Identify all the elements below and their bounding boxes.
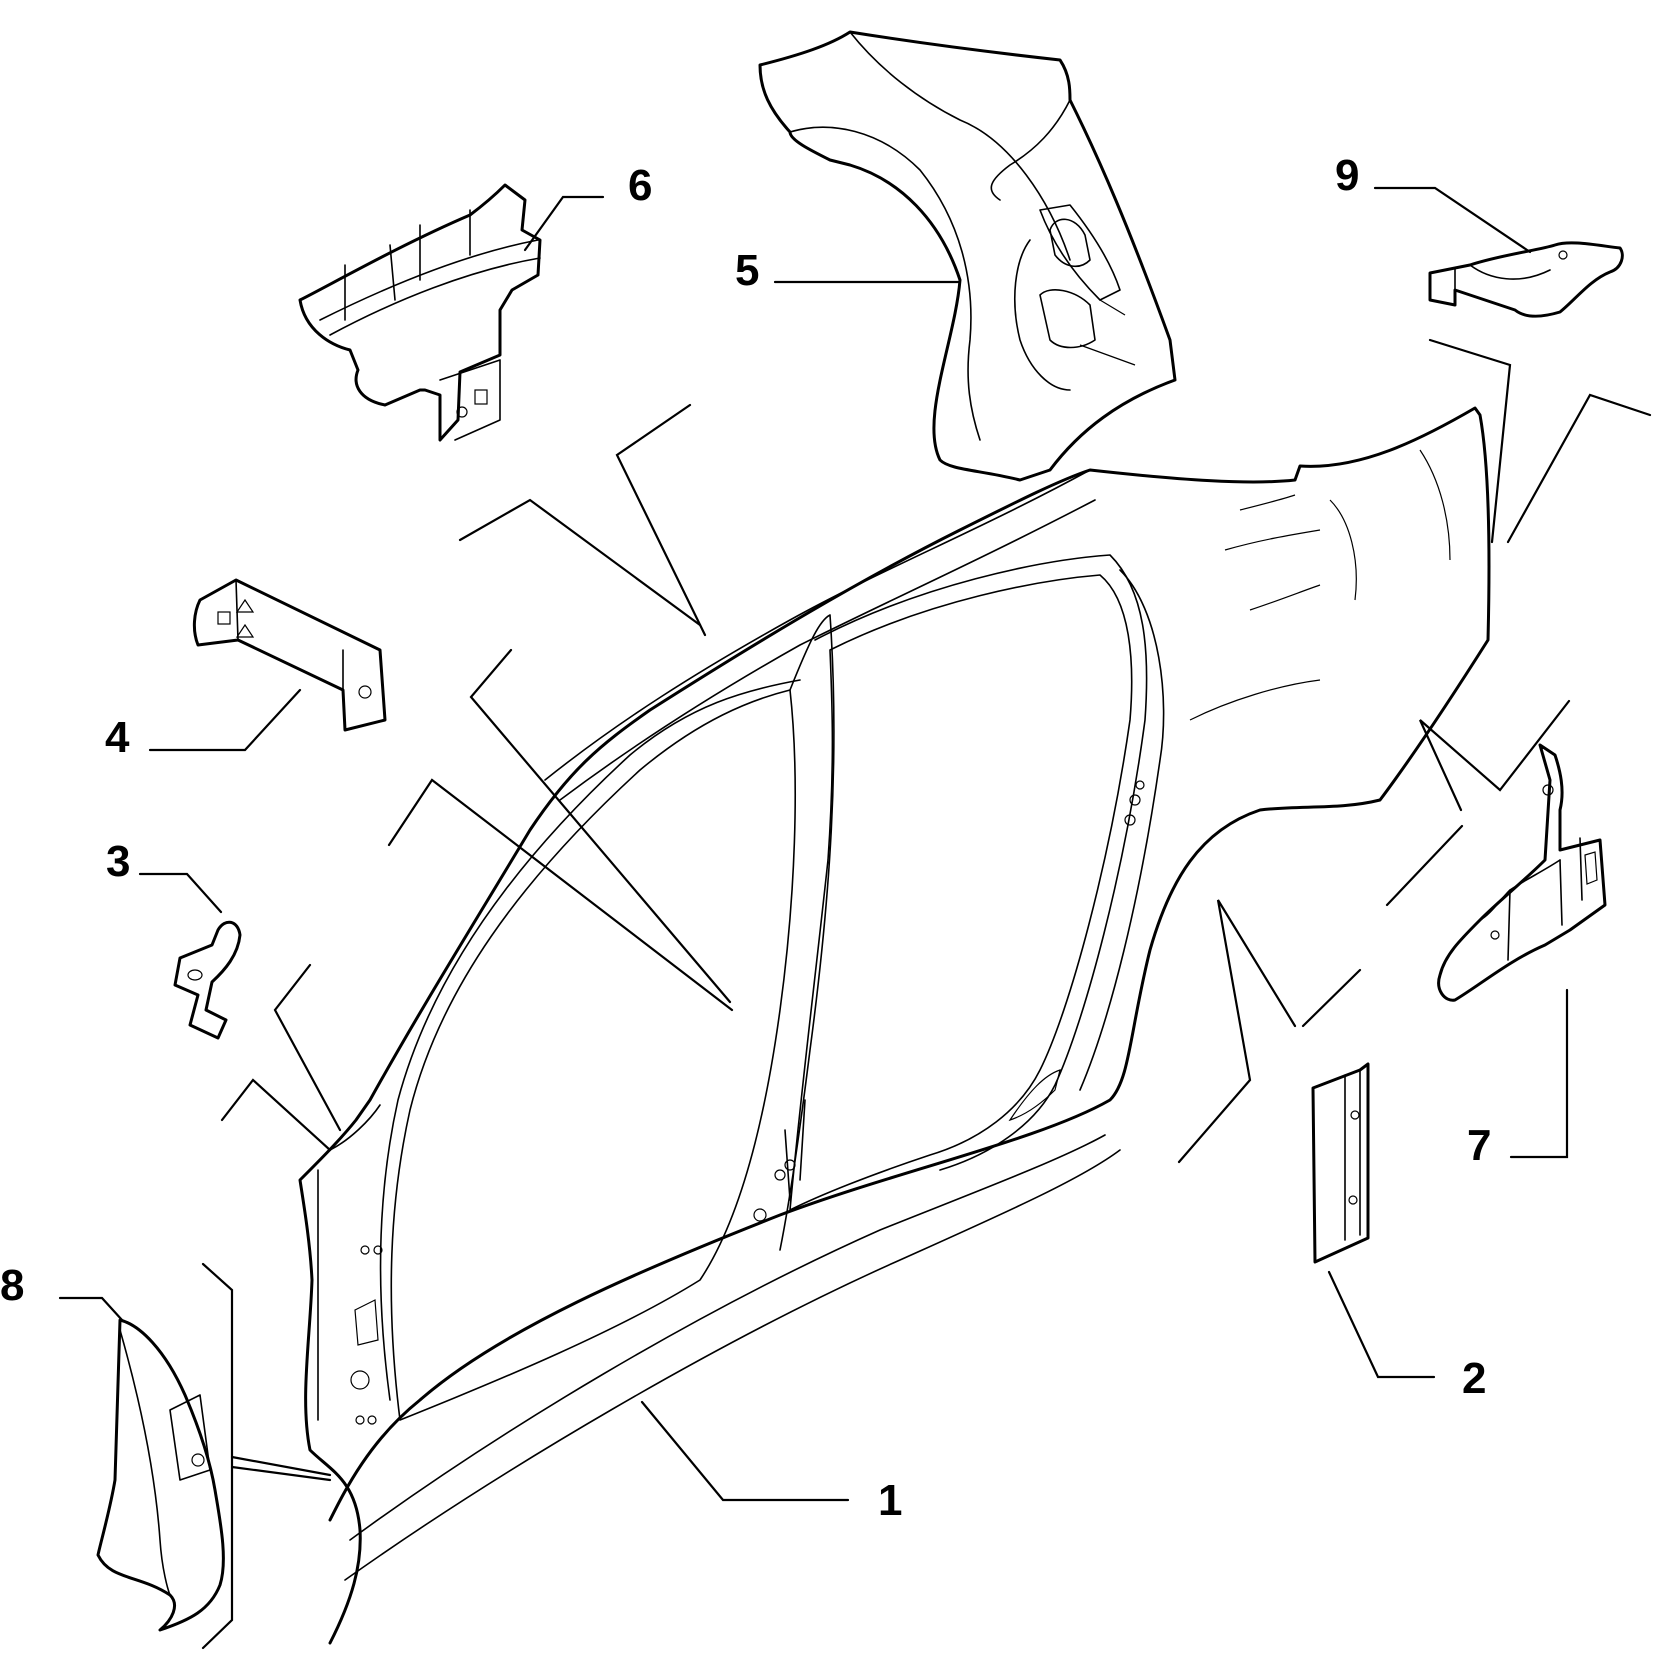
callout-labels: 1 2 3 4 5 6 7 8 9 — [0, 151, 1491, 1525]
callout-2: 2 — [1462, 1354, 1486, 1403]
part-3-small-bracket — [173, 920, 242, 1040]
callout-leaders — [58, 186, 1569, 1502]
callout-8: 8 — [0, 1261, 24, 1310]
callout-3: 3 — [106, 837, 130, 886]
part-6-crossmember-bracket — [298, 183, 542, 442]
callout-6: 6 — [628, 161, 652, 210]
callout-9: 9 — [1335, 151, 1359, 200]
part-1-body-side-panel — [298, 406, 1491, 1645]
callout-4: 4 — [105, 713, 130, 762]
callout-5: 5 — [735, 246, 759, 295]
part-4-angled-bracket — [192, 578, 387, 732]
callout-7: 7 — [1467, 1121, 1491, 1170]
part-9-rear-bracket — [1428, 241, 1624, 318]
part-8-front-pillar-lower — [96, 1318, 225, 1632]
explosion-lines — [201, 338, 1652, 1650]
callout-1: 1 — [878, 1476, 902, 1525]
part-2-reinforcement-plate — [1311, 1062, 1370, 1264]
part-5-wheel-arch-inner — [758, 30, 1177, 482]
part-7-rear-pillar-reinforcement — [1437, 743, 1607, 1002]
